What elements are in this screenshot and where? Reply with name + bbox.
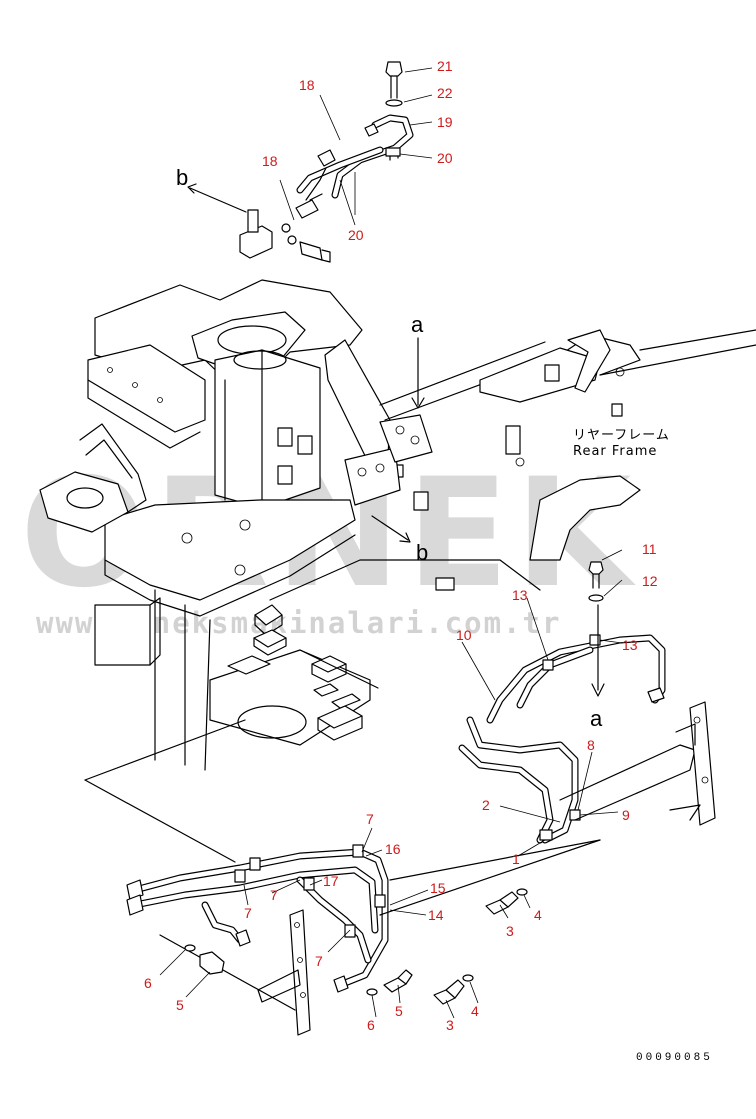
callout-19: 19	[437, 114, 453, 130]
callout-2: 2	[482, 797, 490, 813]
callout-20a: 20	[437, 150, 453, 166]
callout-5: 5	[176, 997, 184, 1013]
view-marks: b a b a	[176, 165, 603, 731]
callout-18a: 18	[299, 77, 315, 93]
callout-11: 11	[642, 541, 657, 557]
callout-18b: 18	[262, 153, 278, 169]
lower-hose-group	[126, 839, 601, 1036]
callout-7a: 7	[366, 811, 374, 827]
callout-13b: 13	[622, 637, 638, 653]
view-mark-a-lower: a	[590, 706, 603, 731]
front-frame-assembly	[39, 279, 541, 863]
callout-5b: 5	[395, 1003, 403, 1019]
callout-1: 1	[512, 851, 520, 867]
callout-14: 14	[428, 907, 444, 923]
callout-4b: 4	[471, 1003, 479, 1019]
callout-6b: 6	[367, 1017, 375, 1033]
callout-4: 4	[534, 907, 542, 923]
rear-frame	[379, 329, 756, 561]
drawing-code: 00090085	[636, 1052, 713, 1064]
callout-6: 6	[144, 975, 152, 991]
callout-20b: 20	[348, 227, 364, 243]
callout-17: 17	[323, 873, 339, 889]
callout-7d: 7	[315, 953, 323, 969]
rear-frame-label-en: Rear Frame	[573, 444, 657, 459]
callout-22: 22	[437, 85, 453, 101]
callout-12: 12	[642, 573, 658, 589]
callout-9: 9	[622, 807, 630, 823]
right-hose-group	[458, 561, 716, 844]
callout-13a: 13	[512, 587, 528, 603]
leader-lines	[159, 67, 623, 1019]
top-valve-group	[239, 61, 414, 263]
callout-21: 21	[437, 58, 453, 74]
callout-10: 10	[456, 627, 472, 643]
callout-labels: 1 2 3 4 3 4 5 5 6 6 7 7 7 7 8 9 10 11 12…	[144, 58, 658, 1033]
callout-3b: 3	[446, 1017, 454, 1033]
callout-15: 15	[430, 880, 446, 896]
rear-frame-label-jp: リヤーフレーム	[573, 428, 670, 443]
view-mark-b-mid: b	[416, 540, 428, 565]
callout-3: 3	[506, 923, 514, 939]
view-mark-a-top: a	[411, 312, 424, 337]
view-mark-b-top: b	[176, 165, 188, 190]
callout-8: 8	[587, 737, 595, 753]
callout-7c: 7	[244, 905, 252, 921]
callout-16: 16	[385, 841, 401, 857]
callout-7b: 7	[270, 887, 278, 903]
